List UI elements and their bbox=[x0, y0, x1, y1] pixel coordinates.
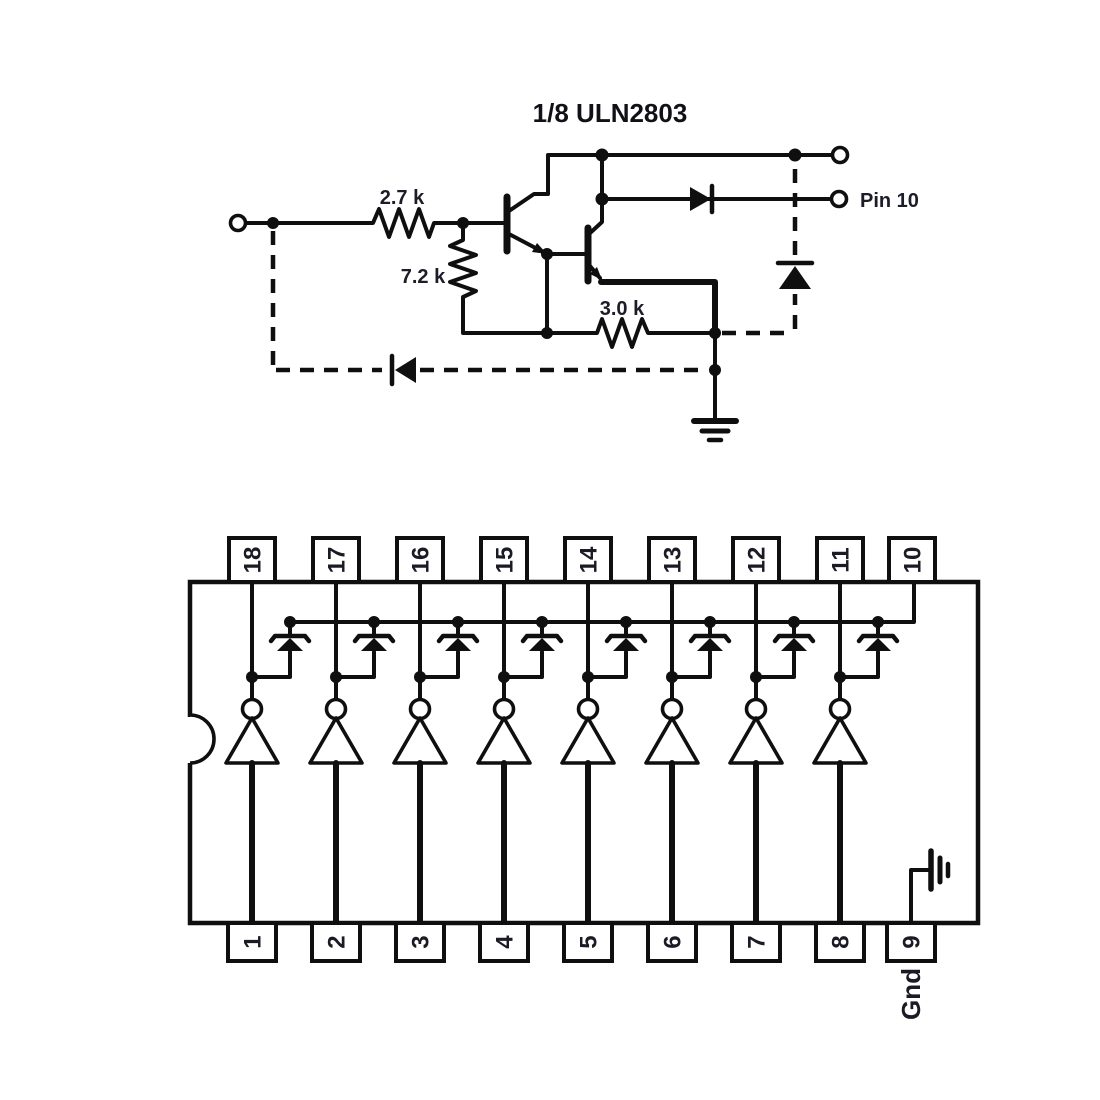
junction-dot bbox=[595, 148, 609, 162]
pin-14-box bbox=[563, 536, 613, 584]
bottom-pin-row: 1 2 3 4 5 6 7 8 9 bbox=[226, 921, 937, 963]
pin-3-box bbox=[394, 921, 446, 963]
pin10-label: Pin 10 bbox=[860, 190, 919, 212]
output-diode bbox=[690, 187, 711, 211]
pin-9-label: 9 bbox=[898, 935, 925, 948]
pin-4-box bbox=[478, 921, 530, 963]
input-terminal bbox=[228, 213, 248, 233]
pin-15-box bbox=[479, 536, 529, 584]
pin9-ground-wire bbox=[909, 868, 931, 923]
pin-13-label: 13 bbox=[659, 547, 686, 574]
junction-dot bbox=[267, 217, 279, 229]
pin-7-box bbox=[730, 921, 782, 963]
junction-dot bbox=[541, 327, 553, 339]
pin-16-label: 16 bbox=[407, 547, 434, 574]
schematic-title: 1/8 ULN2803 bbox=[533, 98, 688, 128]
pin-8-box bbox=[814, 921, 866, 963]
pin-5-label: 5 bbox=[575, 935, 602, 948]
pin-8-label: 8 bbox=[827, 935, 854, 948]
junction-dot bbox=[709, 327, 721, 339]
output-terminal bbox=[830, 145, 850, 165]
pin-14-label: 14 bbox=[575, 546, 602, 573]
q2-emitter-arrow bbox=[590, 267, 602, 280]
junction-dot bbox=[709, 364, 721, 376]
pin-12-box bbox=[731, 536, 781, 584]
junction-dot bbox=[788, 148, 802, 162]
earth-ground-icon bbox=[691, 418, 739, 443]
q1-collector-top-rail bbox=[507, 153, 834, 213]
pin-5-box bbox=[562, 921, 614, 963]
com-rail bbox=[286, 580, 916, 624]
gnd-label: Gnd bbox=[896, 968, 926, 1020]
pin-13-box bbox=[647, 536, 697, 584]
pin-1-label: 1 bbox=[239, 935, 266, 948]
pin-15-label: 15 bbox=[491, 547, 518, 574]
pin-18-label: 18 bbox=[239, 547, 266, 574]
q2-collector-wire bbox=[587, 155, 604, 236]
pin-3-label: 3 bbox=[407, 935, 434, 948]
darlington-cell-schematic: 1/8 ULN2803 bbox=[228, 98, 919, 443]
pin-2-box bbox=[310, 921, 362, 963]
pin-9-box bbox=[885, 921, 937, 963]
q2-base-wire bbox=[545, 252, 587, 335]
pin-6-label: 6 bbox=[659, 935, 686, 948]
pin-17-box bbox=[311, 536, 361, 584]
dip-notch-icon bbox=[189, 713, 216, 765]
pin-10-label: 10 bbox=[899, 547, 926, 574]
pin-10-box bbox=[887, 536, 937, 584]
chip-ground-icon bbox=[928, 848, 951, 892]
pin-16-box bbox=[395, 536, 445, 584]
input-wire-and-r1 bbox=[244, 207, 506, 239]
pin-1-box bbox=[226, 921, 278, 963]
pin-17-label: 17 bbox=[323, 547, 350, 574]
top-pin-row: 18 17 16 15 14 13 12 11 10 bbox=[227, 536, 937, 584]
junction-dot bbox=[595, 192, 609, 206]
pin-2-label: 2 bbox=[323, 935, 350, 948]
dashed-wires bbox=[270, 163, 798, 373]
r1-value-label: 2.7 k bbox=[380, 187, 425, 209]
pin-4-label: 4 bbox=[491, 935, 518, 949]
r2-bottom-rail-r3 bbox=[448, 223, 717, 349]
q2-emitter-rail bbox=[598, 279, 718, 336]
pin-11-box bbox=[815, 536, 865, 584]
pin-7-label: 7 bbox=[743, 935, 770, 948]
clamp-diode bbox=[779, 266, 811, 289]
pin-12-label: 12 bbox=[743, 547, 770, 574]
pin-18-box bbox=[227, 536, 277, 584]
junction-dot bbox=[457, 217, 469, 229]
pin10-terminal bbox=[829, 189, 849, 209]
ic-pinout-diagram: 18 17 16 15 14 13 12 11 10 1 2 3 bbox=[185, 536, 981, 1020]
junction-dot bbox=[541, 248, 553, 260]
r3-value-label: 3.0 k bbox=[600, 298, 645, 320]
pin-11-label: 11 bbox=[827, 547, 854, 572]
r2-value-label: 7.2 k bbox=[401, 266, 446, 288]
pin-6-box bbox=[646, 921, 698, 963]
input-diode bbox=[395, 357, 416, 383]
